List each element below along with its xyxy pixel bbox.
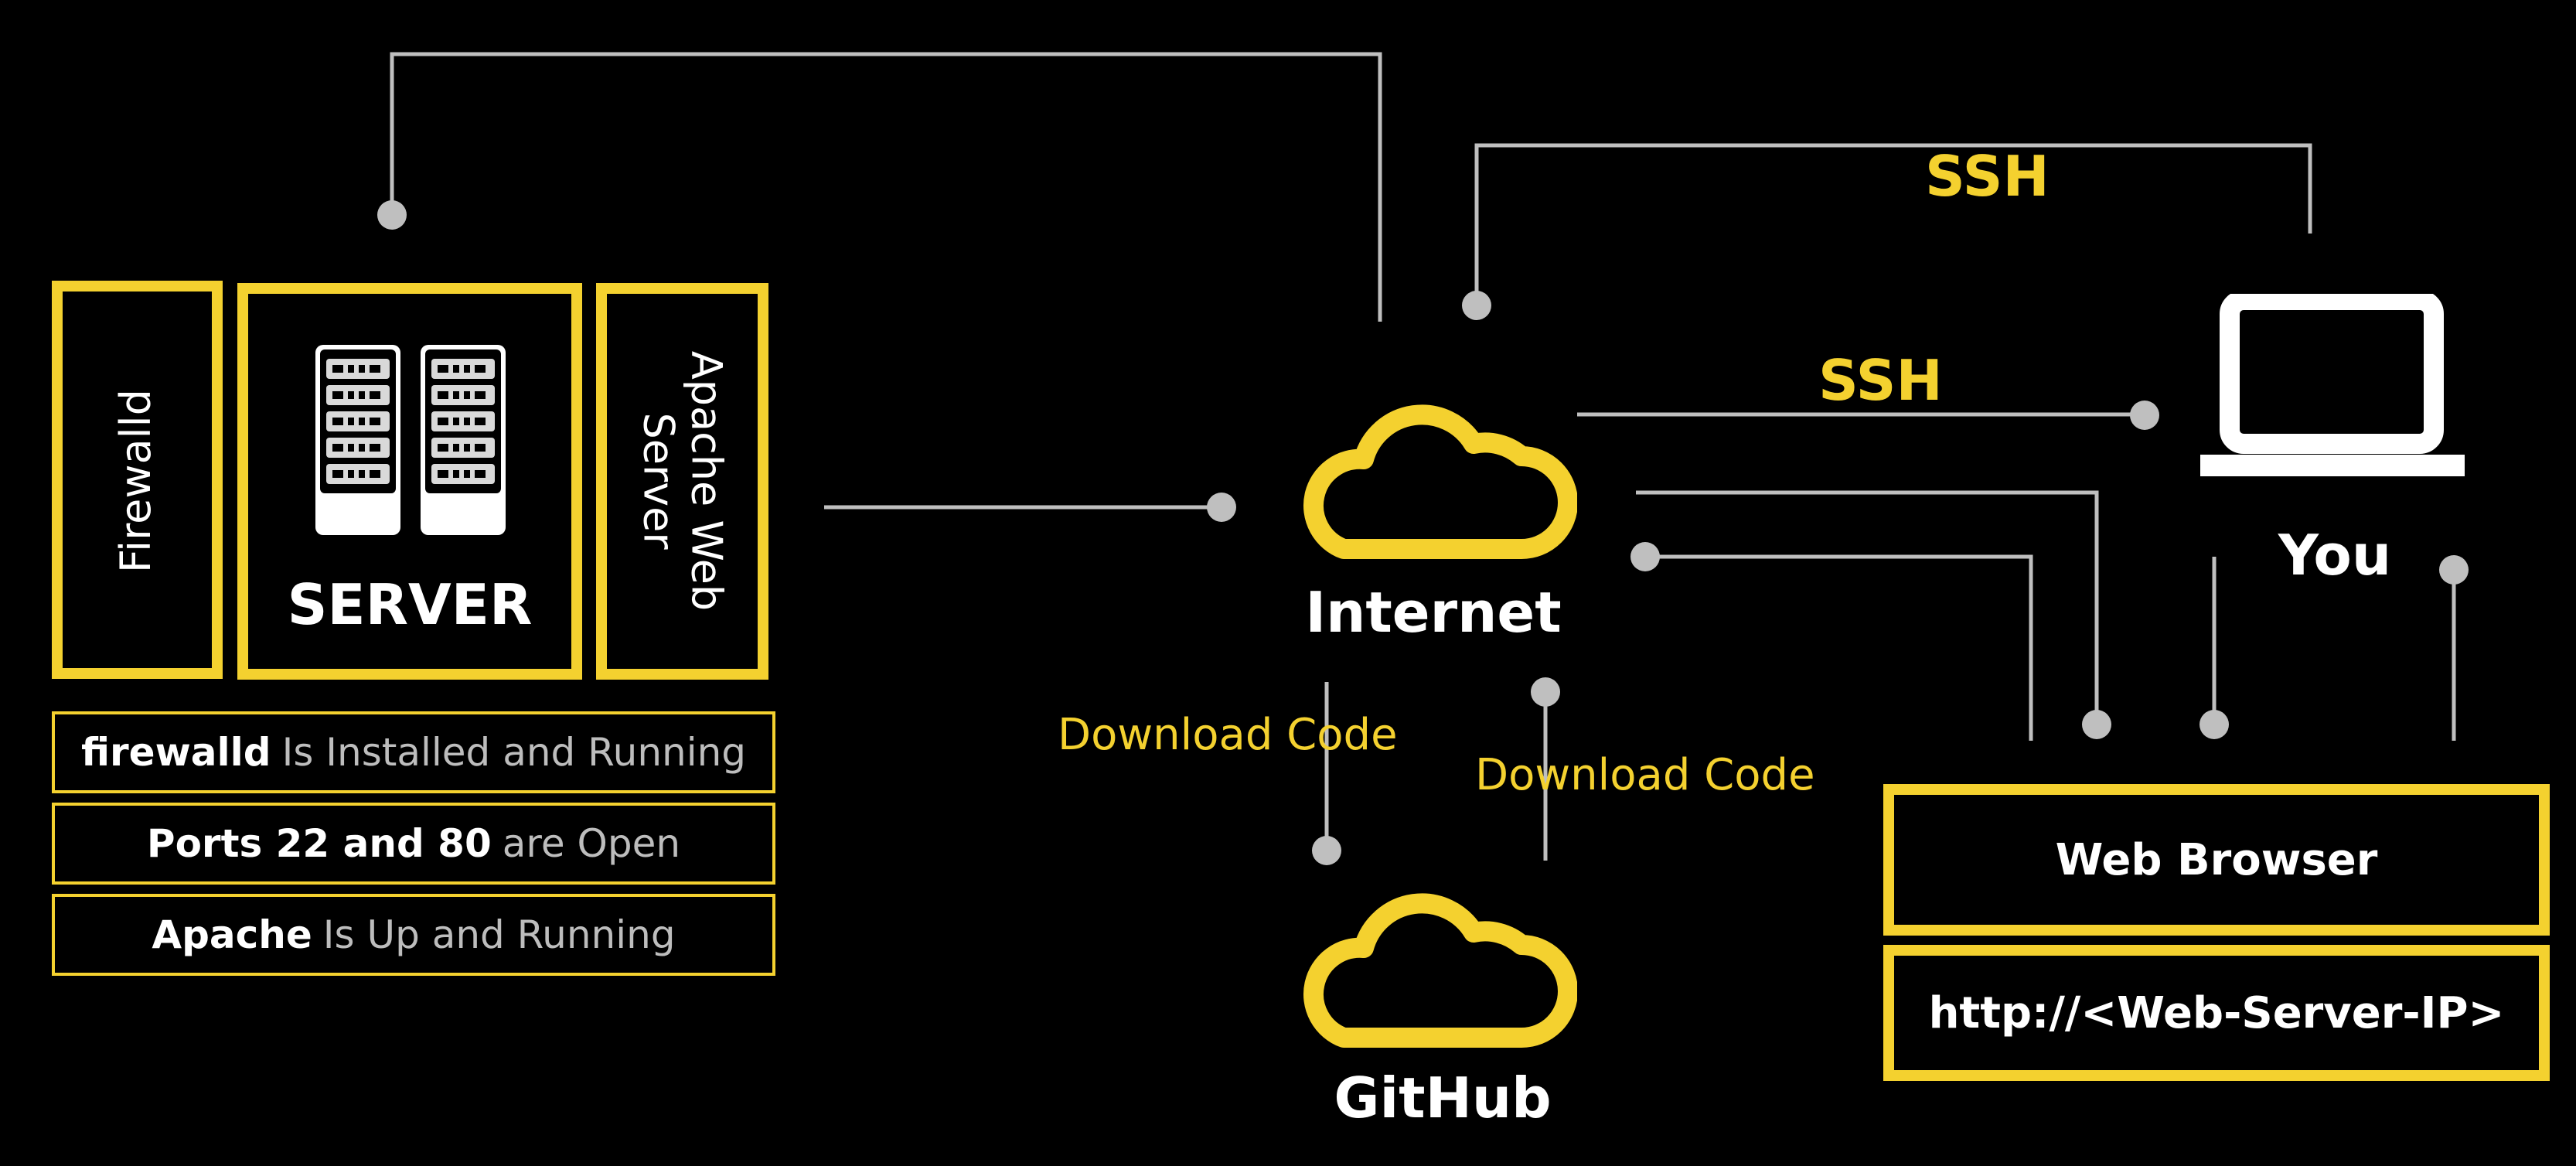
connector-ssh-top	[1474, 143, 2312, 303]
connector-dot	[1462, 291, 1491, 320]
laptop-icon	[2200, 294, 2465, 476]
cloud-icon	[1303, 404, 1577, 559]
connector-dot	[2439, 555, 2469, 585]
server-label: SERVER	[287, 572, 533, 637]
connector-dot	[1531, 677, 1560, 707]
url-label: http://<Web-Server-IP>	[1928, 987, 2505, 1038]
check-ports: Ports 22 and 80 are Open	[52, 803, 775, 885]
ssh-mid-label: SSH	[1818, 348, 1943, 413]
connector-dot	[377, 200, 407, 230]
web-browser-box: Web Browser	[1883, 784, 2550, 936]
server-box: SERVER	[237, 283, 582, 680]
check-text: Is Installed and Running	[281, 730, 747, 775]
connector-dot	[2082, 710, 2111, 739]
cloud-icon	[1303, 893, 1577, 1048]
check-bold: Ports 22 and 80	[146, 821, 492, 866]
check-text: Is Up and Running	[322, 912, 676, 957]
apache-box: Apache Web Server	[596, 283, 768, 680]
check-text: are Open	[502, 821, 681, 866]
connector-server-top	[390, 52, 1382, 322]
connector-dot	[2199, 710, 2229, 739]
connector-internet-browser-a	[1636, 490, 2099, 724]
connector-dot	[1207, 493, 1236, 522]
connector-dot	[2130, 401, 2159, 430]
check-bold: firewalld	[80, 730, 271, 775]
download-code-right-label: Download Code	[1475, 750, 1815, 800]
check-apache: Apache Is Up and Running	[52, 894, 775, 976]
check-bold: Apache	[152, 912, 312, 957]
web-browser-label: Web Browser	[2055, 834, 2378, 885]
connector-internet-browser-b	[1647, 554, 2033, 741]
connector-dot	[1630, 542, 1660, 571]
github-label: GitHub	[1334, 1065, 1552, 1130]
internet-label: Internet	[1305, 580, 1562, 645]
connector-dot	[1312, 836, 1341, 865]
ssh-top-label: SSH	[1925, 144, 2050, 209]
url-box: http://<Web-Server-IP>	[1883, 945, 2550, 1081]
check-firewalld: firewalld Is Installed and Running	[52, 711, 775, 793]
firewalld-box: Firewalld	[52, 281, 223, 679]
download-code-left-label: Download Code	[1058, 710, 1398, 760]
you-label: You	[2278, 523, 2392, 588]
apache-label: Apache Web Server	[635, 286, 731, 677]
server-rack-icon	[315, 345, 506, 535]
apache-label-line2: Server	[634, 412, 683, 550]
firewalld-label: Firewalld	[111, 389, 160, 573]
apache-label-line1: Apache Web	[682, 350, 731, 612]
